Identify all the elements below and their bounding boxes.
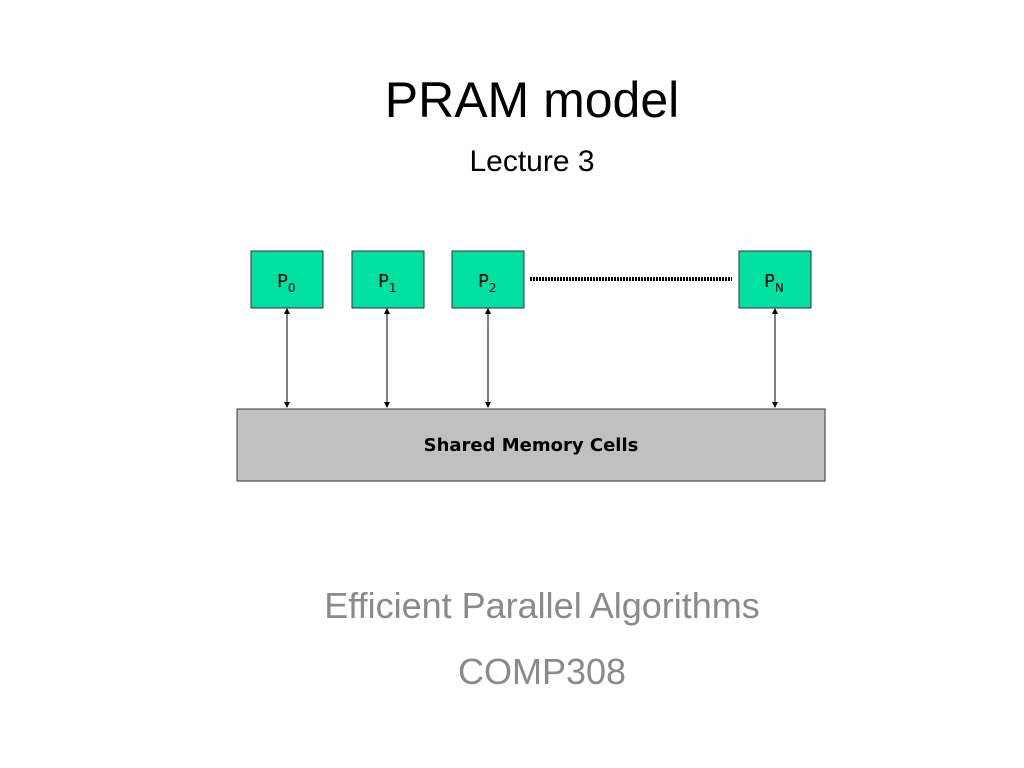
processor-pn-label: PN xyxy=(764,271,784,295)
processor-p0-label: P0 xyxy=(277,271,296,295)
shared-memory-label: Shared Memory Cells xyxy=(424,435,639,456)
shared-memory-box xyxy=(236,408,826,482)
processor-p2: P2 xyxy=(451,250,525,309)
slide-title: PRAM model xyxy=(384,72,680,128)
processor-p1: P1 xyxy=(351,250,425,309)
processor-pn-box xyxy=(738,250,812,309)
processor-p0: P0 xyxy=(250,250,324,309)
processor-pn: PN xyxy=(738,250,812,309)
processor-p1-box xyxy=(351,250,425,309)
course-name: Efficient Parallel Algorithms xyxy=(324,585,760,626)
processor-p2-label: P2 xyxy=(478,271,497,295)
slide-subtitle: Lecture 3 xyxy=(469,145,595,178)
processor-p1-label: P1 xyxy=(378,271,397,295)
course-code: COMP308 xyxy=(457,651,627,692)
shared-memory: Shared Memory Cells xyxy=(236,408,826,482)
